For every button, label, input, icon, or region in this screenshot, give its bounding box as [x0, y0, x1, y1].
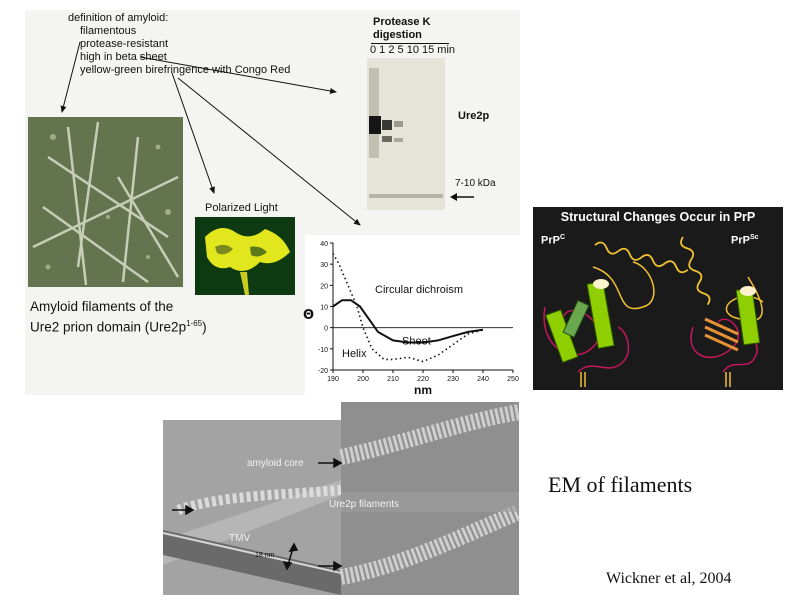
- definition-item: protease-resistant: [80, 38, 169, 50]
- cd-x-tick-label: 220: [417, 376, 429, 383]
- caption-line: Amyloid filaments of the: [30, 299, 174, 314]
- cd-x-axis-label: nm: [414, 383, 432, 397]
- citation: Wickner et al, 2004: [606, 570, 732, 587]
- caption-end: ): [202, 319, 207, 335]
- cd-x-tick-label: 190: [327, 376, 339, 383]
- em-filaments-label: Ure2p filaments: [329, 499, 400, 510]
- cd-y-tick-label: 0: [324, 326, 328, 333]
- definition-item: high in beta sheet: [80, 51, 167, 63]
- gel-title-line: Protease K: [373, 16, 431, 28]
- micrograph-caption: Amyloid filaments of the Ure2 prion doma…: [30, 298, 207, 336]
- definition-item: yellow-green birefringence with Congo Re…: [80, 64, 291, 76]
- definition-item: filamentous: [80, 25, 137, 37]
- prp-structure-illustration: [543, 236, 764, 387]
- gel-title-line: digestion: [373, 29, 422, 41]
- amyloid-definition-list: definition of amyloid: filamentous prote…: [68, 12, 290, 77]
- cd-x-tick-label: 200: [357, 376, 369, 383]
- cd-series-helix: [332, 253, 484, 363]
- caption-line: Ure2 prion domain (Ure2p1-65): [30, 315, 207, 336]
- cd-y-tick-label: 40: [320, 241, 328, 248]
- cd-y-tick-label: 10: [320, 305, 328, 312]
- em-amyloid-core-label: amyloid core: [247, 458, 304, 469]
- gel-size-arrow: [450, 193, 474, 201]
- cd-y-tick-label: 20: [320, 283, 328, 290]
- gel-title-underline: [371, 43, 449, 44]
- em-scale-label: 18 nm: [255, 552, 275, 559]
- prp-panel-title: Structural Changes Occur in PrP: [560, 210, 756, 224]
- cd-sheet-label: Sheet: [402, 335, 431, 347]
- cd-y-tick-label: -20: [318, 368, 328, 375]
- cd-x-tick-label: 250: [507, 376, 519, 383]
- prp-c-text: PrP: [541, 234, 560, 247]
- prp-sc-superscript: Sc: [749, 234, 759, 241]
- cd-series-sheet: [332, 299, 484, 344]
- caption-superscript: 1-65: [186, 319, 203, 328]
- prp-sc-text: PrP: [731, 234, 750, 247]
- polarized-light-image: [195, 217, 295, 295]
- em-arrows: [172, 457, 343, 572]
- gel-lane-labels: 0 1 2 5 10 15 min: [370, 44, 456, 56]
- cd-y-axis-label: Θ: [303, 308, 314, 323]
- gel-protein-label: Ure2p: [458, 110, 490, 122]
- em-caption: EM of filaments: [548, 472, 693, 497]
- cd-x-tick-label: 230: [447, 376, 459, 383]
- em-image-right: Ure2p filaments: [329, 402, 523, 595]
- amyloid-micrograph: [28, 117, 183, 287]
- gel-title: Protease K digestion: [373, 16, 430, 42]
- em-image-left: amyloid core TMV 18 nm: [162, 420, 342, 595]
- cd-y-tick-label: -10: [318, 347, 328, 354]
- definition-heading: definition of amyloid:: [68, 12, 169, 24]
- gel-size-label: 7-10 kDa: [455, 178, 496, 189]
- cd-background: [305, 235, 520, 395]
- prp-sc-label: PrPSc: [731, 234, 759, 247]
- prp-c-label: PrPC: [541, 234, 565, 247]
- cd-helix-label: Helix: [342, 348, 367, 360]
- cd-y-tick-label: 30: [320, 262, 328, 269]
- prp-structure-panel: Structural Changes Occur in PrP PrPC PrP…: [533, 207, 783, 390]
- cd-x-tick-label: 240: [477, 376, 489, 383]
- caption-text: Ure2 prion domain (Ure2p: [30, 319, 187, 335]
- cd-x-tick-label: 210: [387, 376, 399, 383]
- polarized-light-label: Polarized Light: [205, 202, 278, 214]
- definition-arrows: [60, 41, 361, 226]
- prp-c-superscript: C: [559, 234, 566, 241]
- cd-chart-title: Circular dichroism: [375, 284, 463, 296]
- protease-gel: [367, 58, 445, 210]
- em-tmv-label: TMV: [229, 533, 251, 544]
